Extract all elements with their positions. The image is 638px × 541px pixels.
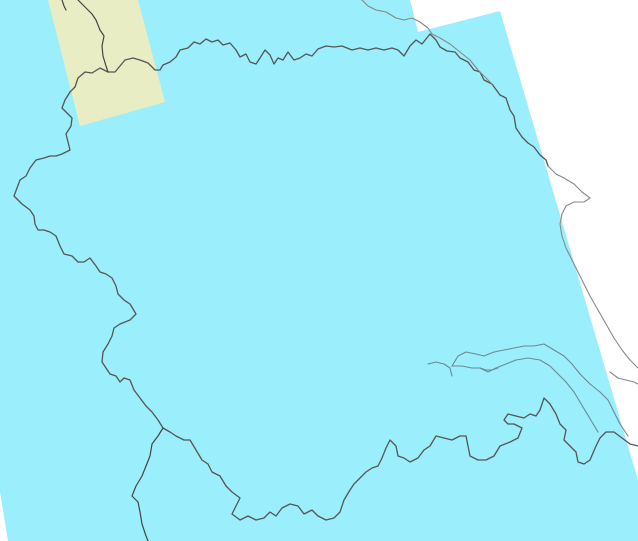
coastline [361, 0, 433, 35]
neighbour-boundary-south [131, 427, 164, 541]
coastline-southeast [609, 371, 638, 385]
coastline-east [547, 165, 638, 369]
estuary-south-bank [427, 357, 599, 433]
neighbour-boundary-north [77, 0, 109, 73]
region-boundary-west [13, 86, 638, 521]
secondary-coverage-tile [48, 0, 165, 126]
estuary-north-bank [451, 343, 629, 437]
neighbour-boundary-northwest [61, 0, 67, 11]
estuary-inner-line [479, 367, 499, 371]
coastline-northeast [431, 33, 493, 85]
